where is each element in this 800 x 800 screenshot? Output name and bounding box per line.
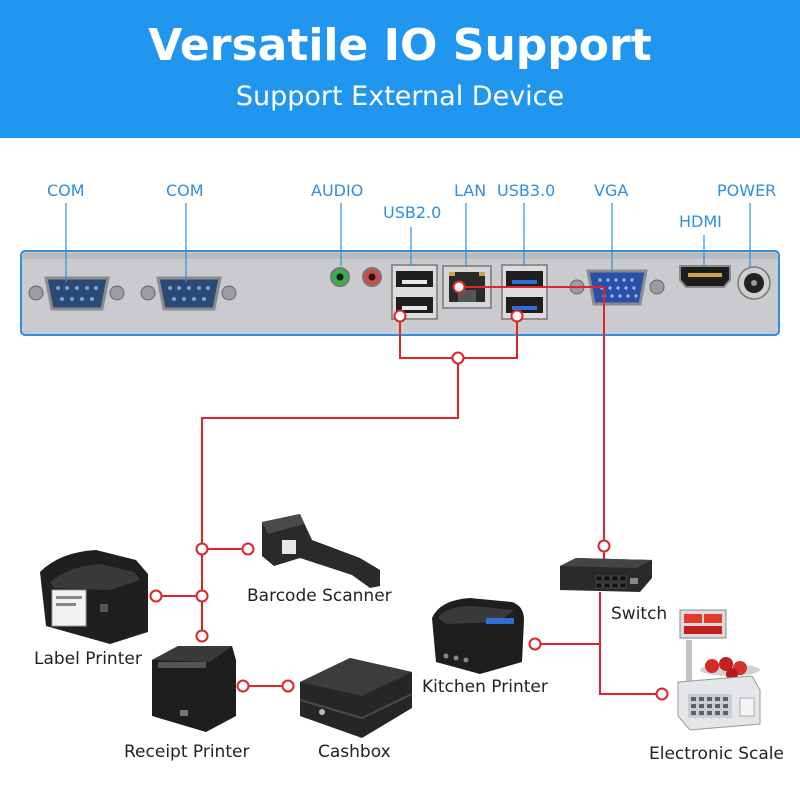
port-label-hdmi: HDMI [679,212,722,231]
port-label-vga: VGA [594,181,629,200]
port-label-com-1: COM [47,181,85,200]
port-pointer-lines [65,203,751,282]
device-label-cashbox: Cashbox [318,742,391,762]
page-subtitle: Support External Device [235,81,565,112]
device-label-barcode-scanner: Barcode Scanner [247,586,392,606]
audio-jacks [330,267,382,287]
cashbox-icon [299,658,413,738]
com-port-2 [140,276,237,311]
port-label-usb3: USB3.0 [497,181,556,200]
vga-port [569,269,665,306]
port-label-com-2: COM [166,181,204,200]
device-label-kitchen-printer: Kitchen Printer [422,677,548,697]
usb3-ports [501,264,548,320]
device-label-label-printer: Label Printer [34,649,142,669]
label-printer-icon [40,550,148,644]
electronic-scale-icon [677,609,761,731]
connection-nodes [149,280,669,701]
port-label-usb2: USB2.0 [383,203,442,222]
barcode-scanner-icon [262,514,380,588]
port-label-power: POWER [717,181,777,200]
header-banner: Versatile IO Support Support External De… [0,0,800,138]
device-label-switch: Switch [611,604,668,624]
device-label-receipt-printer: Receipt Printer [124,742,250,762]
port-label-audio: AUDIO [311,181,364,200]
com-port-1 [28,276,125,311]
device-label-electronic-scale: Electronic Scale [649,744,784,764]
port-label-lan: LAN [454,181,487,200]
connection-lines [156,286,662,695]
kitchen-printer-icon [432,598,524,674]
page-title: Versatile IO Support [148,20,652,71]
network-switch-icon [560,558,652,592]
hdmi-port [679,265,731,288]
receipt-printer-icon [152,646,236,732]
power-jack [737,266,771,300]
